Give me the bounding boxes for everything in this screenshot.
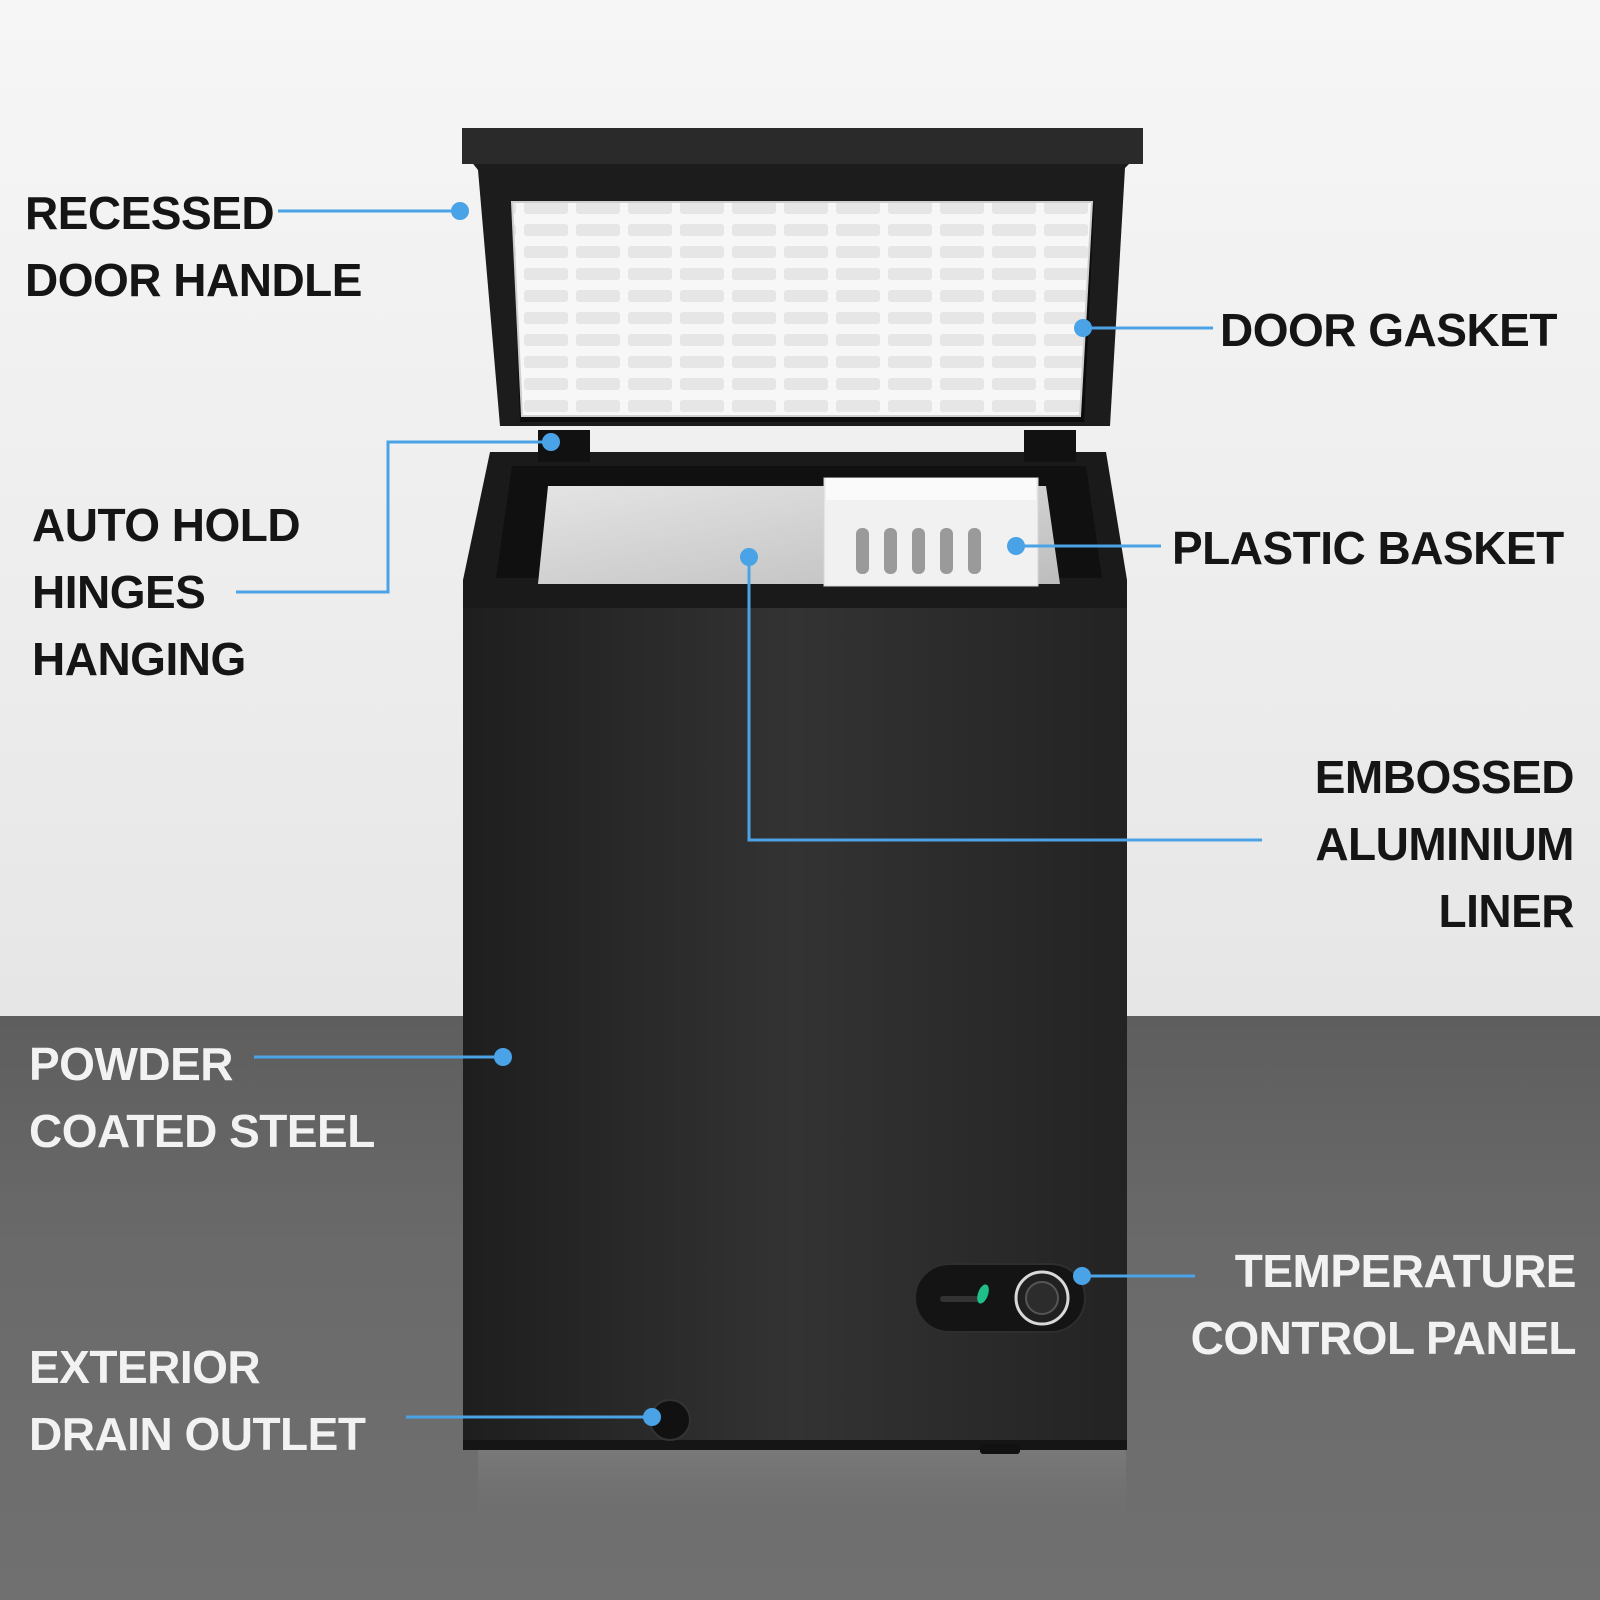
label-auto-hold-hinges: AUTO HOLD HINGES HANGING [32, 492, 301, 693]
label-powder-coated-steel: POWDER COATED STEEL [29, 1031, 375, 1165]
floor-reflection [478, 1440, 1126, 1540]
callout-dots [451, 202, 1092, 1426]
label-exterior-drain-outlet: EXTERIOR DRAIN OUTLET [29, 1334, 366, 1468]
right-hinge [1024, 430, 1076, 462]
freezer-foot [980, 1444, 1020, 1454]
label-line: HANGING [32, 633, 246, 685]
label-line: LINER [1438, 885, 1575, 937]
label-line: COATED STEEL [29, 1105, 375, 1157]
label-line: EMBOSSED [1314, 751, 1575, 803]
dot-auto-hold-hinges [542, 433, 560, 451]
callout-leaders [236, 209, 1262, 1419]
indicator-light [977, 1284, 989, 1304]
dot-powder-coated-steel [494, 1048, 512, 1066]
dot-temperature-control-panel [1073, 1267, 1091, 1285]
label-door-gasket: DOOR GASKET [1220, 297, 1557, 364]
label-recessed-door-handle: RECESSED DOOR HANDLE [25, 180, 362, 314]
label-line: CONTROL PANEL [1190, 1312, 1577, 1364]
dot-exterior-drain-outlet [643, 1408, 661, 1426]
dot-embossed-aluminium-liner [740, 548, 758, 566]
label-line: POWDER [29, 1038, 233, 1090]
label-line: PLASTIC BASKET [1172, 522, 1564, 574]
label-temperature-control-panel: TEMPERATURE CONTROL PANEL [1190, 1238, 1577, 1372]
label-line: AUTO HOLD [32, 499, 301, 551]
label-line: RECESSED [25, 187, 275, 239]
lid-top-edge [462, 128, 1143, 164]
label-line: ALUMINIUM [1315, 818, 1574, 870]
lid-inner-liner [510, 201, 1094, 417]
label-line: DOOR GASKET [1220, 304, 1557, 356]
basket-rim [826, 478, 1036, 500]
label-line: DRAIN OUTLET [29, 1408, 366, 1460]
dot-recessed-door-handle [451, 202, 469, 220]
dot-door-gasket [1074, 319, 1092, 337]
dot-plastic-basket [1007, 537, 1025, 555]
label-line: DOOR HANDLE [25, 254, 362, 306]
control-panel-slot [940, 1296, 980, 1302]
leader-auto-hold-hinges [236, 440, 551, 594]
leader-embossed-aluminium-liner [747, 557, 1262, 842]
label-plastic-basket: PLASTIC BASKET [1172, 515, 1564, 582]
basket-vents [856, 528, 981, 574]
label-embossed-aluminium-liner: EMBOSSED ALUMINIUM LINER [1314, 744, 1575, 945]
freezer-base [463, 1440, 1127, 1450]
thermostat-knob[interactable] [1025, 1281, 1059, 1315]
label-line: TEMPERATURE [1234, 1245, 1577, 1297]
label-line: HINGES [32, 566, 206, 618]
label-line: EXTERIOR [29, 1341, 261, 1393]
